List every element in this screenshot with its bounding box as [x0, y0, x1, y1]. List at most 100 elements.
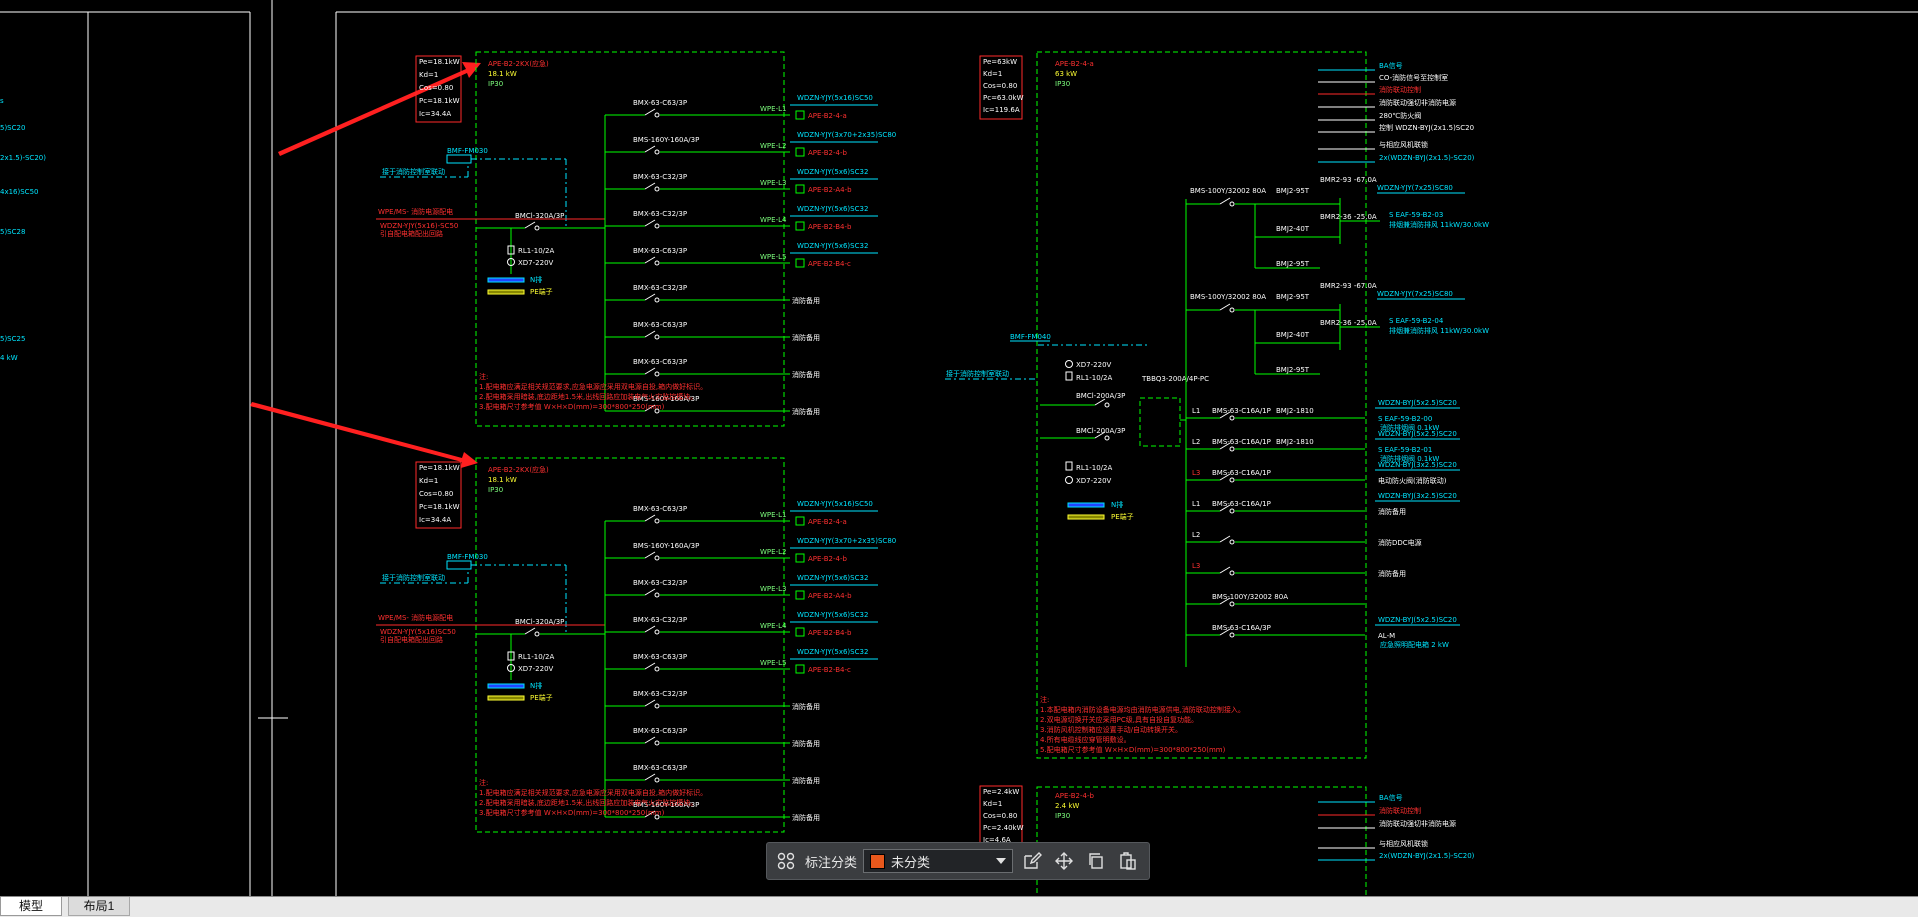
param-text: Kd=1: [419, 477, 438, 485]
load-note: 消防排烟阀 0.1kW: [1380, 454, 1439, 463]
outgoing-breaker: BMX-63-C32/3P: [633, 173, 687, 181]
panel-param-box: [415, 55, 462, 123]
param-text: Pe=18.1kW: [419, 464, 460, 472]
left-fragment-text: 4 kW: [0, 354, 18, 362]
copy-icon[interactable]: [1083, 848, 1109, 874]
tab-model[interactable]: 模型: [0, 897, 62, 916]
breaker-contact: [654, 371, 660, 377]
left-fragment-text: 2x1.5)-SC20): [0, 154, 46, 162]
breaker-switch-symbol: [1219, 597, 1231, 605]
relay-symbol: [1065, 371, 1073, 381]
main-breaker-label: BMCl-320A/3P: [515, 618, 564, 626]
motor-breaker: BMS-100Y/32002 80A: [1190, 187, 1266, 195]
circuit-id: WPE-L2: [760, 548, 786, 556]
breaker-switch-symbol: [644, 736, 656, 744]
phase-label: L3: [1192, 562, 1200, 570]
left-sheet-fragments: s5)SC202x1.5)-SC20)4x16)SC505)SC285)SC25…: [0, 97, 46, 362]
motor-breaker: BMS-100Y/32002 80A: [1190, 293, 1266, 301]
grid-apps-icon[interactable]: [773, 848, 799, 874]
contactor-label: BMJ2-40T: [1276, 225, 1310, 233]
panel-note: 2.配电箱采用暗装,底边距地1.5米,出线回路应加装电气火灾监控模块。: [479, 392, 697, 401]
lamp-label: XD7-220V: [518, 665, 554, 673]
n-bar-label: N排: [530, 681, 542, 690]
paste-icon[interactable]: [1115, 848, 1141, 874]
tab-layout1[interactable]: 布局1: [68, 897, 130, 916]
breaker-switch-symbol: [644, 699, 656, 707]
param-text: Pc=63.0kW: [983, 94, 1024, 102]
main-breaker-label: BMCl-320A/3P: [515, 212, 564, 220]
n-bar-label: N排: [1111, 500, 1123, 509]
cad-drawing-canvas[interactable]: s5)SC202x1.5)-SC20)4x16)SC505)SC285)SC25…: [0, 0, 1918, 896]
load-symbol: [795, 147, 805, 157]
panel-note: 2.双电源切换开关应采用PC级,具有自投自复功能。: [1040, 715, 1198, 724]
cable-spec: WDZN-BYJ(3x2.5)SC20: [1378, 492, 1457, 500]
bus-cabinet-box: [446, 154, 472, 164]
phase-label: L1: [1192, 500, 1200, 508]
overload-relay: BMR2-93 -67.0A: [1320, 176, 1377, 184]
breaker-contact: [1229, 632, 1235, 638]
load-name: APE-B2-A4-b: [808, 186, 852, 194]
panel-note: 1.配电箱应满足相关规范要求,应急电源应采用双电源自投,箱内做好标识。: [479, 788, 707, 797]
indicator-lamp-icon: [507, 664, 515, 672]
left-fragment-text: 5)SC20: [0, 124, 25, 132]
param-text: Pe=2.4kW: [983, 788, 1019, 796]
spare-circuit: 消防备用: [792, 333, 820, 342]
phase-label: L3: [1192, 469, 1200, 477]
outgoing-breaker: BMX-63-C63/3P: [633, 764, 687, 772]
cable-spec: WDZN-BYJ(5x2.5)SC20: [1378, 430, 1457, 438]
outgoing-breaker: BMX-63-C63/3P: [633, 358, 687, 366]
panel-param-box: [415, 461, 462, 529]
load-name: APE-B2-A4-b: [808, 592, 852, 600]
relay-label: RL1-10/2A: [1076, 464, 1112, 472]
fire-link-note: 接于消防控制室联动: [382, 573, 445, 582]
breaker-switch-symbol: [644, 256, 656, 264]
param-text: Pc=18.1kW: [419, 503, 460, 511]
panel-note: 注:: [479, 778, 488, 787]
breaker-switch-symbol: [524, 627, 536, 635]
contactor-label: BMJ2-95T: [1276, 187, 1310, 195]
cable-spec: WDZN-YJY(5x6)SC32: [797, 574, 868, 582]
left-fragment-text: s: [0, 97, 4, 105]
panel-power: 18.1 kW: [488, 70, 517, 78]
overload-relay: BMR2-36 -25.0A: [1320, 319, 1377, 327]
annotation-category-dropdown[interactable]: 未分类: [863, 849, 1014, 873]
outgoing-breaker: BMX-63-C32/3P: [633, 284, 687, 292]
outgoing-breaker: BMX-63-C63/3P: [633, 727, 687, 735]
category-color-swatch: [870, 853, 886, 869]
panel-note: 3.配电箱尺寸参考值 W×H×D(mm)=300*800*250(mm): [479, 402, 665, 411]
breaker-contact: [654, 334, 660, 340]
incoming-cable-label: WDZN-YJY(5x16)-SC50: [380, 222, 458, 230]
circuit-id: WPE-L5: [760, 659, 786, 667]
panel-power: 18.1 kW: [488, 476, 517, 484]
distribution-panel-3: Pe=63kWKd=1Cos=0.80Pc=63.0kWIc=119.6AAPE…: [945, 51, 1489, 759]
load-symbol: [795, 516, 805, 526]
panel-ip: IP30: [1055, 812, 1070, 820]
load-name: APE-B2-4-a: [808, 518, 847, 526]
breaker-switch-symbol: [1219, 628, 1231, 636]
breaker-contact: [1229, 307, 1235, 313]
spare-circuit: 消防备用: [792, 370, 820, 379]
fan-name: S EAF-59-B2-04: [1389, 317, 1444, 325]
load-name: AL-M: [1378, 632, 1395, 640]
contactor-label: BMJ2-95T: [1276, 293, 1310, 301]
breaker-contact: [654, 408, 660, 414]
feeder-breaker: BMS-63-C16A/1P: [1212, 438, 1271, 446]
param-text: Pe=18.1kW: [419, 58, 460, 66]
circuit-id: WPE-L1: [760, 511, 786, 519]
feeder-breaker: BMS-63-C16A/1P: [1212, 469, 1271, 477]
move-icon[interactable]: [1051, 848, 1077, 874]
breaker-switch-symbol: [644, 330, 656, 338]
outgoing-breaker: BMX-63-C63/3P: [633, 321, 687, 329]
breaker-switch-symbol: [1219, 303, 1231, 311]
breaker-contact: [654, 814, 660, 820]
cable-spec: WDZN-YJY(5x16)SC50: [797, 500, 873, 508]
spare-circuit: 消防备用: [792, 296, 820, 305]
edit-note-icon[interactable]: [1019, 848, 1045, 874]
contactor-label: BMJ2-40T: [1276, 331, 1310, 339]
legend-text: 消防联动控制: [1379, 85, 1421, 94]
breaker-contact: [654, 297, 660, 303]
spare-circuit: 消防备用: [792, 739, 820, 748]
panel-name: APE-B2-2KX(应急): [488, 59, 549, 68]
legend-text: BA信号: [1379, 793, 1403, 802]
panel-note: 2.配电箱采用暗装,底边距地1.5米,出线回路应加装电气火灾监控模块。: [479, 798, 697, 807]
